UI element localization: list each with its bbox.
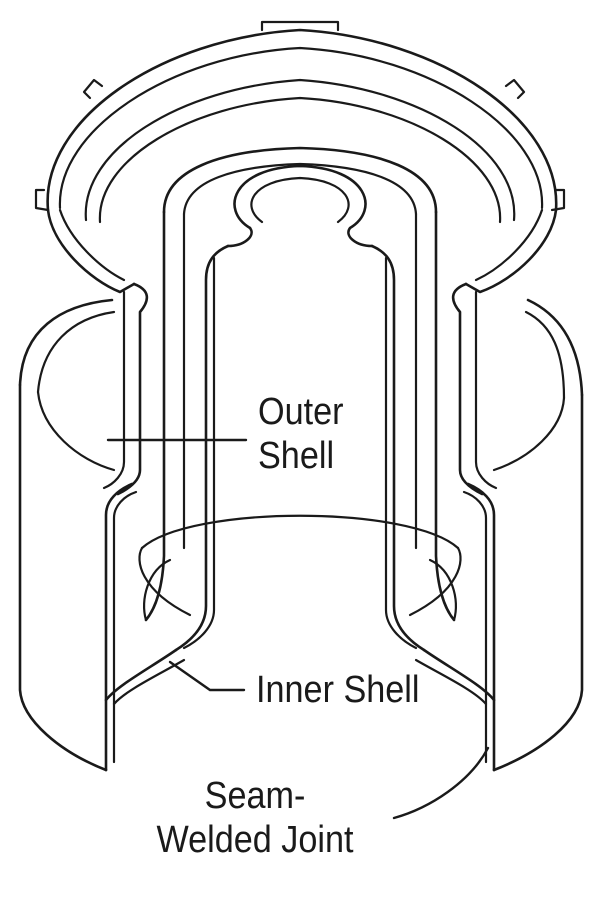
- seam-welded-joint-label: Seam- Welded Joint: [116, 774, 395, 862]
- outer-shell-label-line1: Outer: [258, 391, 344, 433]
- seam-welded-joint-label-line2: Welded Joint: [156, 819, 354, 861]
- upper-flange: [34, 20, 566, 496]
- seam-welded-joint-leader: [392, 746, 490, 820]
- seam-welded-joint-label-line1: Seam-: [204, 775, 306, 817]
- inner-shell-leader: [168, 660, 246, 692]
- outer-shell-body: [18, 298, 584, 772]
- outer-shell-label-line2: Shell: [258, 435, 335, 477]
- inner-shell-body: [104, 146, 496, 706]
- inner-shell-label: Inner Shell: [256, 668, 420, 712]
- inner-shell-label-text: Inner Shell: [256, 669, 420, 711]
- outer-shell-label: Outer Shell: [258, 390, 344, 478]
